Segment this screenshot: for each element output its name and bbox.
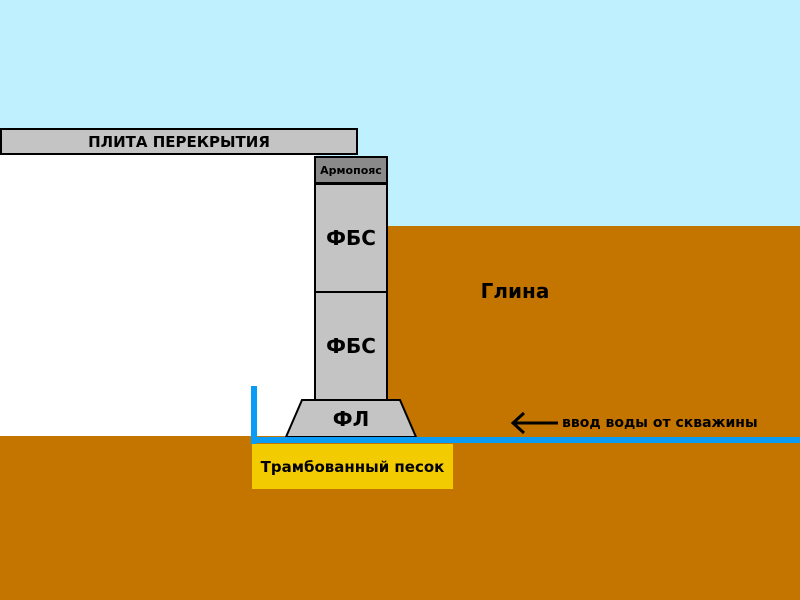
floor-slab-label: ПЛИТА ПЕРЕКРЫТИЯ — [88, 132, 270, 151]
fbs-block-lower-label: ФБС — [326, 334, 376, 358]
strip-footing-label: ФЛ — [332, 407, 370, 431]
compacted-sand-layer: Трамбованный песок — [252, 444, 453, 489]
floor-slab: ПЛИТА ПЕРЕКРЫТИЯ — [0, 128, 358, 155]
arrow-left-icon — [508, 410, 560, 436]
water-pipe-riser — [251, 386, 257, 444]
fbs-block-lower: ФБС — [314, 291, 388, 401]
compacted-sand-label: Трамбованный песок — [260, 457, 445, 476]
water-inlet-label-box: ввод воды от скважины — [562, 412, 792, 434]
soil-label: Глина — [480, 279, 550, 303]
strip-footing-label-box: ФЛ — [284, 399, 418, 439]
fbs-block-upper-label: ФБС — [326, 226, 376, 250]
fbs-block-upper: ФБС — [314, 183, 388, 293]
water-inlet-label: ввод воды от скважины — [562, 415, 758, 431]
water-pipe-horizontal — [251, 437, 800, 443]
soil-label-box: Глина — [440, 278, 590, 304]
armo-belt: Армопояс — [314, 156, 388, 184]
basement-interior — [0, 153, 316, 436]
armo-belt-label: Армопояс — [320, 163, 382, 177]
